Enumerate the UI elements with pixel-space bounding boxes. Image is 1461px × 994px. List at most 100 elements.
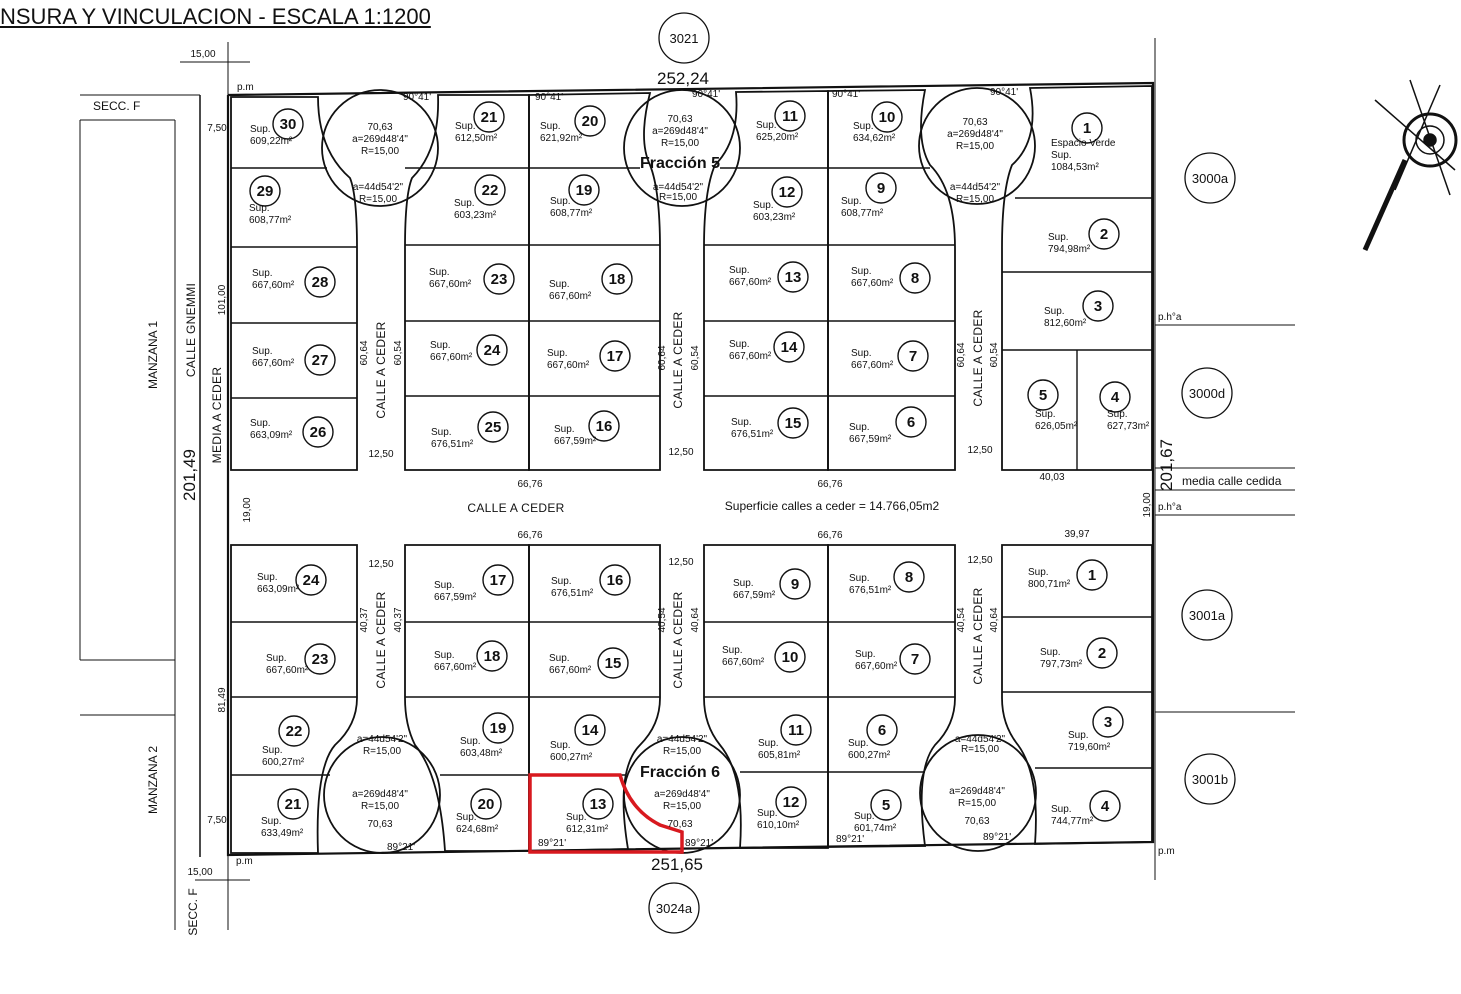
lot-area-label: Sup. (1107, 409, 1128, 420)
lot-number-circle (779, 568, 811, 600)
lot-area-value: 744,77m² (1051, 816, 1094, 827)
lot-area-label: Sup. (731, 417, 752, 428)
lot-number: 19 (490, 720, 507, 737)
lot-area-value: 800,71m² (1028, 579, 1071, 590)
lot-number: 23 (312, 651, 329, 668)
cds6-r2: R=15,00 (961, 744, 1000, 755)
lot-area-value: 667,60m² (722, 657, 765, 668)
cds2-a: a=269d48'4" (652, 126, 708, 137)
lot-number: 14 (781, 339, 798, 356)
parcel-3024a: 3024a (648, 882, 700, 934)
lot-number: 8 (905, 569, 913, 586)
lot-area-value: 667,59m² (554, 436, 597, 447)
block-lower-1 (230, 544, 358, 854)
lot-number-circle (473, 101, 505, 133)
lot-number-circle (897, 340, 929, 372)
lot-number: 5 (882, 797, 890, 814)
lot-number: 3 (1104, 714, 1112, 731)
lot-area-label: Sup. (733, 578, 754, 589)
lot-number: 5 (1039, 387, 1047, 404)
dim-6064-3: 60,64 (956, 342, 967, 367)
lot-area-label: Sup. (250, 418, 271, 429)
lot-area-label: Sup. (1028, 567, 1049, 578)
calle-a-ceder-v4: CALLE A CEDER (374, 591, 388, 688)
lot-number-circle (1089, 790, 1121, 822)
lot-number: 27 (312, 352, 329, 369)
parcel-3000a: 3000a (1184, 152, 1236, 204)
calle-a-ceder-v2: CALLE A CEDER (671, 311, 685, 408)
calle-a-ceder-v5: CALLE A CEDER (671, 591, 685, 688)
parcel-3001b: 3001b (1184, 753, 1236, 805)
lot-area-label: Sup. (551, 576, 572, 587)
lot-number-circle (249, 175, 281, 207)
lot-number-circle (777, 261, 809, 293)
lot-area-label: Sup. (549, 279, 570, 290)
lot-number-circle (588, 410, 620, 442)
block-lower-3 (528, 544, 661, 852)
lot-area-label: Sup. (431, 427, 452, 438)
lot-number: 4 (1101, 798, 1110, 815)
lot-lines (231, 167, 1152, 776)
lot-number: 22 (482, 182, 499, 199)
block-upper-5 (827, 89, 956, 471)
pm-bottom: p.m (236, 856, 253, 867)
dim-4027: 40,37 (359, 607, 370, 632)
lot-area-value: 667,60m² (549, 291, 592, 302)
parcel-label: 3021 (670, 31, 699, 46)
